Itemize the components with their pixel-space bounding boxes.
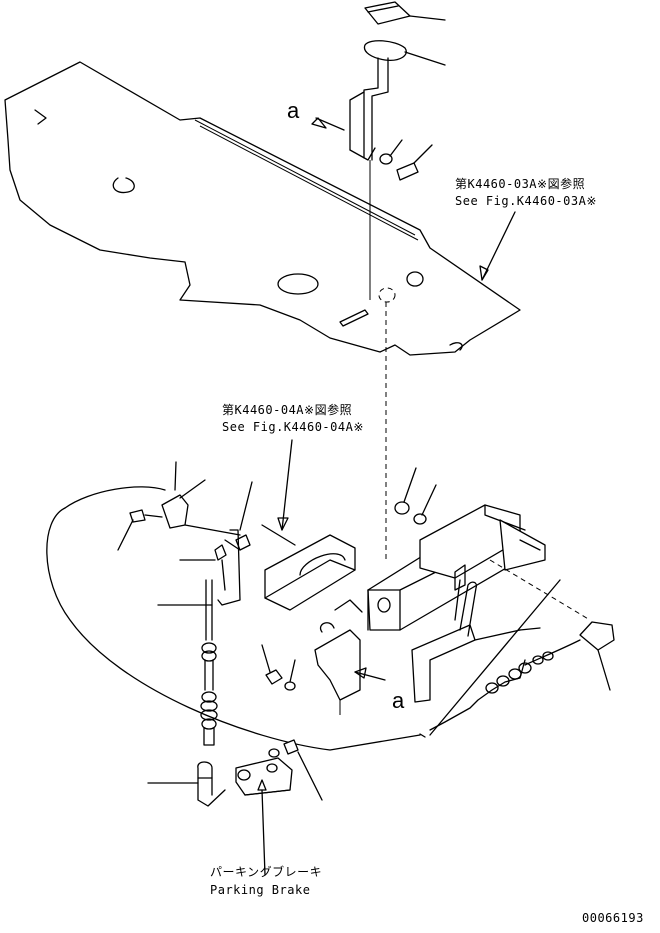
reference-middle: 第K4460-04A※図参照 See Fig.K4460-04A※ [222, 402, 364, 531]
pedal-assembly: a [287, 1, 446, 560]
floor-plate-lower [46, 486, 561, 751]
nuts-washers [261, 524, 296, 691]
brake-cable-right [429, 559, 615, 731]
parking-brake-jp: パーキングブレーキ [210, 864, 322, 879]
left-linkage [117, 461, 253, 746]
reference-upper: 第K4460-03A※図参照 See Fig.K4460-03A※ [455, 176, 597, 281]
brake-lever-body: a [264, 504, 546, 715]
drawing-number: 00066193 [582, 911, 644, 925]
ref-upper-jp: 第K4460-03A※図参照 [455, 176, 585, 191]
floor-plate-upper [4, 61, 521, 356]
ref-middle-en: See Fig.K4460-04A※ [222, 420, 364, 434]
ref-middle-jp: 第K4460-04A※図参照 [222, 402, 352, 417]
view-a-label-top: a [287, 98, 300, 123]
bracket-right [394, 467, 541, 703]
parking-brake-caption: パーキングブレーキ Parking Brake [210, 864, 322, 897]
parking-brake-en: Parking Brake [210, 883, 310, 897]
view-a-label-bottom: a [392, 688, 405, 713]
ref-upper-en: See Fig.K4460-03A※ [455, 194, 597, 208]
parking-brake-clevis [147, 739, 323, 876]
